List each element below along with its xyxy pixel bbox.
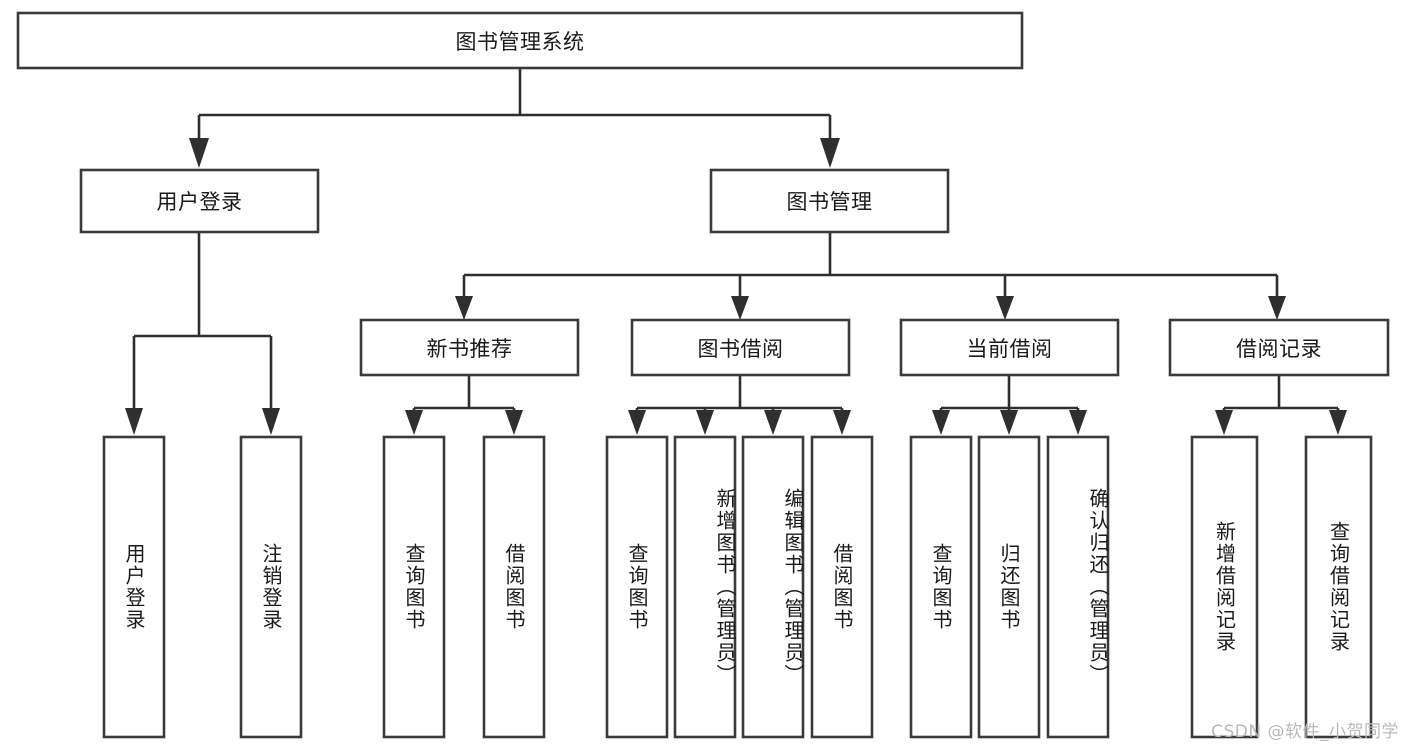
- arrow-head-leaf-query-record: [1329, 410, 1347, 435]
- arrow-head-leaf-borrow-book-2: [833, 410, 851, 435]
- node-box-borrow-record[interactable]: [1168, 318, 1390, 377]
- arrow-head-leaf-query-book-3: [932, 410, 950, 435]
- arrow-head-leaf-query-book-2: [628, 410, 646, 435]
- node-box-leaf-query-record[interactable]: [1304, 435, 1373, 739]
- node-box-current-borrow[interactable]: [899, 318, 1120, 377]
- arrow-head-book-manage: [820, 138, 840, 168]
- arrow-head-leaf-add-book: [696, 410, 714, 435]
- node-box-leaf-query-book-2[interactable]: [605, 435, 669, 739]
- arrow-head-book-borrow: [731, 296, 749, 320]
- node-box-leaf-logout[interactable]: [239, 435, 303, 739]
- arrow-head-leaf-borrow-book-1: [505, 410, 523, 435]
- node-box-layer: [16, 11, 1390, 739]
- node-box-new-book-recommend[interactable]: [359, 318, 580, 377]
- arrow-head-leaf-add-record: [1215, 410, 1233, 435]
- arrow-head-leaf-edit-book: [764, 410, 782, 435]
- node-box-leaf-edit-book[interactable]: [741, 435, 805, 739]
- node-box-leaf-return-book[interactable]: [977, 435, 1041, 739]
- node-box-leaf-add-record[interactable]: [1190, 435, 1259, 739]
- node-box-leaf-add-book[interactable]: [673, 435, 737, 739]
- node-box-leaf-query-book-1[interactable]: [382, 435, 446, 739]
- arrow-head-leaf-return-book: [1000, 410, 1018, 435]
- arrow-head-leaf-confirm-return: [1069, 410, 1087, 435]
- node-box-book-borrow[interactable]: [630, 318, 851, 377]
- arrow-head-leaf-query-book-1: [405, 410, 423, 435]
- arrow-head-leaf-logout: [262, 408, 280, 435]
- arrow-head-user-login: [189, 138, 209, 168]
- node-box-leaf-query-book-3[interactable]: [909, 435, 973, 739]
- node-box-leaf-confirm-return[interactable]: [1046, 435, 1110, 739]
- node-box-user-login[interactable]: [79, 168, 320, 234]
- connector-layer: [125, 68, 1347, 435]
- node-box-leaf-user-login[interactable]: [102, 435, 166, 739]
- arrow-head-borrow-record: [1268, 296, 1286, 320]
- arrow-head-new-book: [455, 296, 473, 320]
- watermark-text: CSDN @软件_小贺同学: [1211, 722, 1399, 742]
- arrow-head-leaf-user-login: [125, 408, 143, 435]
- arrow-head-current-borrow: [996, 296, 1014, 320]
- node-box-leaf-borrow-book-1[interactable]: [482, 435, 546, 739]
- node-box-root[interactable]: [16, 11, 1024, 70]
- node-box-book-manage[interactable]: [709, 168, 950, 234]
- node-box-leaf-borrow-book-2[interactable]: [810, 435, 874, 739]
